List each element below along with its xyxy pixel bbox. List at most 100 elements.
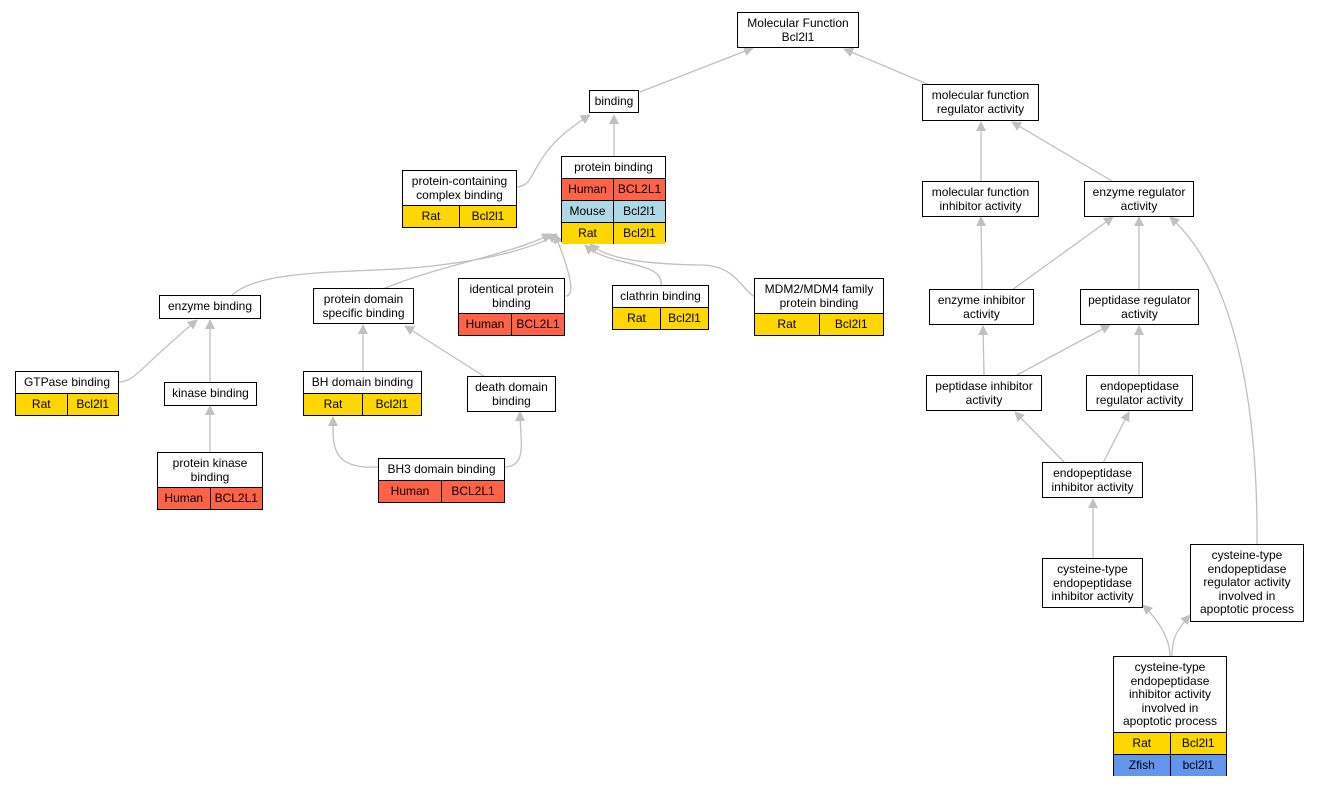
species-row[interactable]: Rat Bcl2l1 [613,306,708,329]
node-title: kinase binding [165,383,256,404]
node-title: protein binding [562,157,665,178]
node-title-line: protein binding [574,160,653,174]
species-label: Human [568,181,607,196]
edge-enzymebinding-proteinbinding [229,233,558,298]
gene-symbol: BCL2L1 [209,488,263,509]
species-row[interactable]: Rat Bcl2l1 [1114,731,1227,754]
gene-symbol: Bcl2l1 [660,307,708,329]
node-title-line: enzyme binding [167,299,253,313]
node-title-line: peptidase inhibitor [935,379,1033,393]
species-row[interactable]: Rat Bcl2l1 [16,392,119,415]
species-label: Rat [31,396,51,411]
node-title: GTPase binding [16,372,118,393]
node-title-line: Molecular Function [747,16,849,30]
gene-symbol: Bcl2l1 [613,200,665,222]
node-title-line: regulator activity [1095,392,1184,407]
node-title-line: specific binding [322,305,405,320]
node-title-line: activity [1121,306,1158,321]
node-title-line: binding [492,393,531,408]
edge-cysregapoptotic-enzymeregulator [1169,216,1258,546]
edge-bh3-deathdomain [504,411,526,468]
node-enzyme-binding[interactable]: enzyme binding [159,295,261,319]
node-title-line: activity [1120,198,1158,213]
gene-symbol: Bcl2l1 [459,206,516,227]
node-title-line: cysteine-type [1057,562,1128,576]
node-title-line: endopeptidase [1130,673,1210,688]
species-label: Rat [323,396,343,411]
edge-mfregulator-root [843,47,933,87]
edge-enzymeinhibitor-enzymeregulator [1011,216,1114,291]
gene-symbol: BCL2L1 [511,314,564,335]
species-row[interactable]: Human BCL2L1 [459,313,564,335]
node-title-line: clathrin binding [620,289,701,303]
node-title-line: protein-containing [411,174,508,188]
node-title-line: identical protein [469,282,554,296]
node-title-line: endopeptidase [1207,561,1287,576]
species-label: Human [465,317,505,331]
species-label: Rat [627,310,646,325]
species-label: Human [164,491,204,505]
node-kinase[interactable]: kinase binding [164,382,257,406]
node-title-line: enzyme regulator [1092,185,1186,199]
node-title-line: GTPase binding [23,375,111,389]
node-title-line: binding [190,469,230,484]
node-title-line: regulator activity [1203,575,1291,589]
node-title-line: cysteine-type [1134,660,1206,674]
edge-gtpase-enzymebinding [117,319,198,383]
gene-symbol: Bcl2l1 [66,393,119,415]
node-title: enzyme binding [160,296,260,317]
node-title-line: endopeptidase [1100,379,1179,393]
edge-endoinhibitor-endoregulator [1102,411,1130,464]
edge-mdm2-proteinbinding [589,243,756,298]
edge-identical-proteinbinding [553,233,572,297]
species-row[interactable]: Human BCL2L1 [158,487,262,509]
node-binding[interactable]: binding [589,90,639,113]
edge-deathdomain-proteindomain [404,325,486,378]
node-title-line: MDM2/MDM4 family [764,282,874,296]
species-label: Rat [578,225,597,240]
edge-cysinhibapoptotic-cysinhibitor [1142,604,1171,657]
species-label: Rat [1132,735,1152,750]
gene-symbol: Bcl2l1 [1169,732,1227,754]
node-title-line: inhibitor activity [1128,687,1212,701]
